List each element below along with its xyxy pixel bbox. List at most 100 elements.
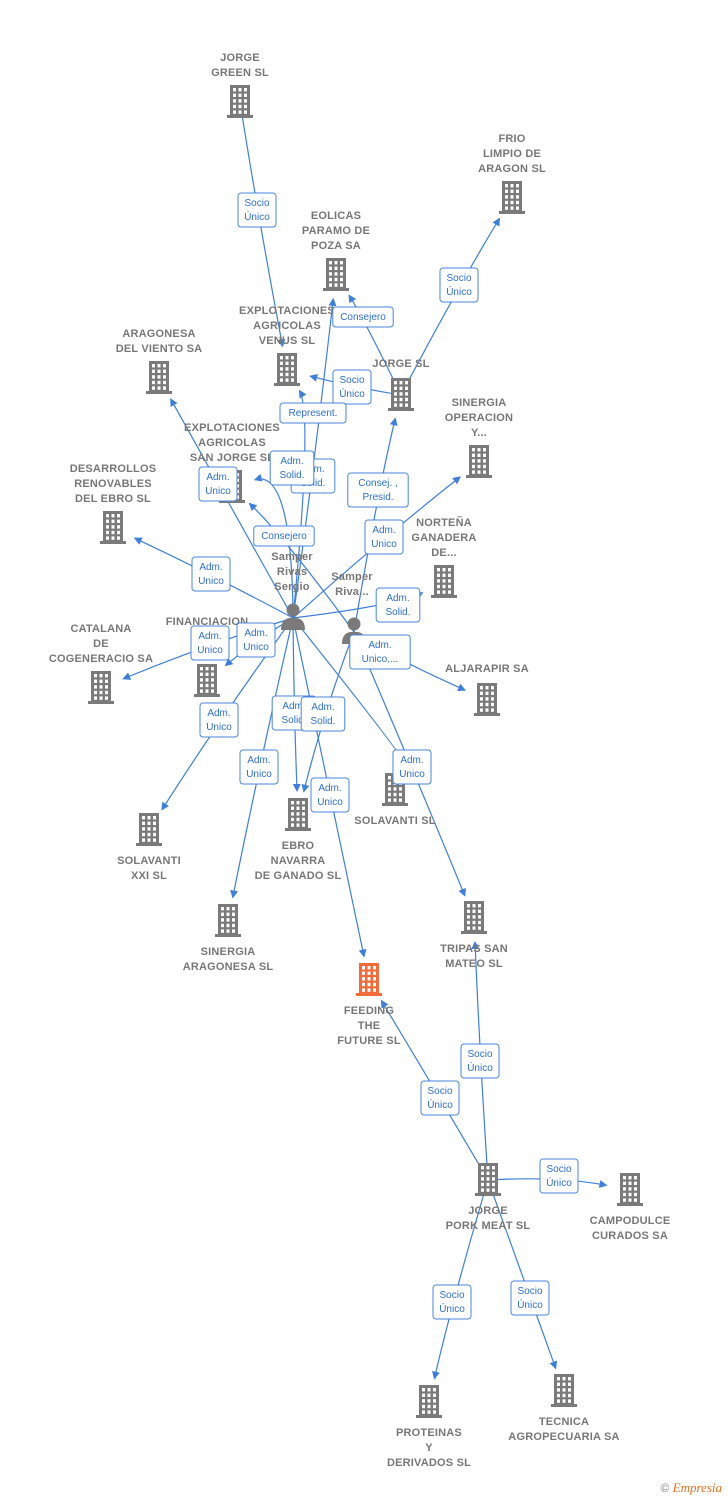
edge-label[interactable]: Consej. ,Presid. [347, 472, 409, 508]
edge-label[interactable]: Adm.Unico [199, 702, 239, 738]
edge-label[interactable]: Adm.Unico [310, 777, 350, 813]
building-icon [88, 671, 114, 704]
edge-label[interactable]: Adm.Unico [239, 749, 279, 785]
edge-label[interactable]: Adm.Solid. [269, 450, 315, 486]
edge-samper2-to-explot-sanjorge [248, 502, 355, 633]
edge-label[interactable]: Adm.Solid. [300, 696, 346, 732]
building-icon [227, 85, 253, 118]
edge-label[interactable]: Adm.Unico [190, 625, 230, 661]
building-icon [323, 258, 349, 291]
building-icon [100, 511, 126, 544]
edge-label[interactable]: Adm.Solid. [375, 587, 421, 623]
edge-label-text: Consejero [340, 312, 386, 323]
edge-label-text: Adm.Unico,... [362, 640, 399, 665]
building-icon [474, 683, 500, 716]
node-solavanti-sl[interactable]: SOLAVANTI SL [354, 773, 436, 827]
edge-label-text: Consej. ,Presid. [358, 478, 397, 503]
building-icon [136, 813, 162, 846]
building-icon [388, 378, 414, 411]
edge-label[interactable]: Consejero [253, 525, 315, 547]
building-icon [285, 798, 311, 831]
building-icon [461, 901, 487, 934]
footer-brand[interactable]: © Empresia [660, 1480, 722, 1496]
node-jorge-sl[interactable]: JORGE SL [372, 358, 429, 411]
edge-label-text: Consejero [261, 531, 307, 542]
edge-label-text: Adm.Unico [197, 631, 223, 656]
edge-label[interactable]: Adm.Unico [392, 749, 432, 785]
edge-label-text: Adm.Unico [198, 562, 224, 587]
node-aljarapir[interactable]: ALJARAPIR SA [445, 663, 529, 716]
building-icon [551, 1374, 577, 1407]
edge-label-text: Represent. [289, 408, 338, 419]
building-icon [617, 1173, 643, 1206]
edge-label-text: Adm.Solid. [281, 701, 306, 726]
edge-label[interactable]: Adm.Unico [236, 622, 276, 658]
building-icon [215, 904, 241, 937]
edge-label[interactable]: Adm.Unico [198, 466, 238, 502]
edge-label-text: Adm.Unico [243, 628, 269, 653]
node-label: ALJARAPIR SA [445, 663, 529, 675]
building-icon [431, 565, 457, 598]
person-icon [281, 603, 305, 630]
building-icon [466, 445, 492, 478]
building-icon [416, 1385, 442, 1418]
edge-label-text: Adm.Unico [206, 708, 232, 733]
edge-label[interactable]: Consejero [332, 306, 394, 328]
edge-label-text: Adm.Solid. [385, 593, 410, 618]
edge-label[interactable]: Adm.Unico,... [349, 634, 411, 670]
edge-label-text: Adm.Unico [399, 755, 425, 780]
edges-layer [122, 101, 608, 1380]
building-focus-icon [356, 963, 382, 996]
edge-label[interactable]: Represent. [279, 402, 347, 424]
edge-label[interactable]: Adm.Unico [191, 556, 231, 592]
edge-label[interactable]: Adm.Unico [364, 519, 404, 555]
